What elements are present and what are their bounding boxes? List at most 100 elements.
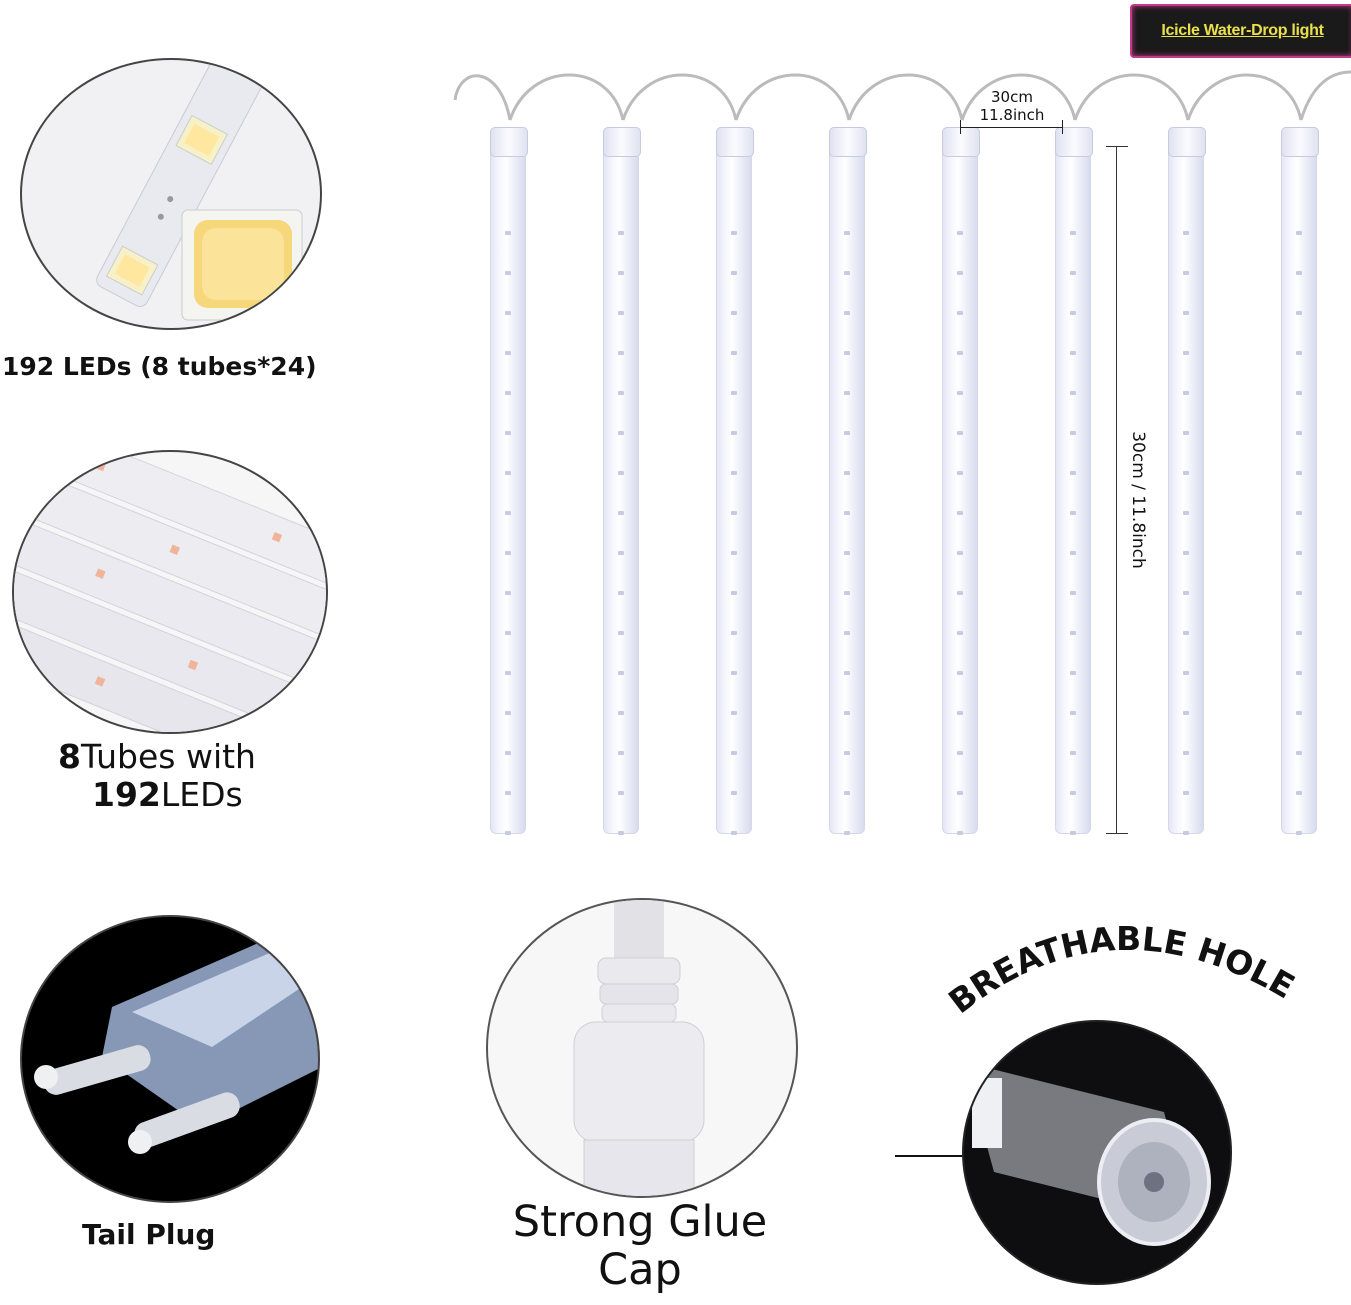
tube-led bbox=[844, 391, 850, 395]
tube-cap bbox=[716, 127, 754, 157]
spacing-inch: 11.8inch bbox=[979, 106, 1045, 124]
tubes-bundle-image bbox=[12, 450, 328, 734]
tube-led bbox=[505, 431, 511, 435]
tube-led bbox=[1070, 431, 1076, 435]
tube-led bbox=[1183, 711, 1189, 715]
tube-led bbox=[844, 631, 850, 635]
tube-led bbox=[844, 751, 850, 755]
spacing-cm: 30cm bbox=[991, 88, 1033, 106]
tube-led bbox=[1070, 511, 1076, 515]
tube-led bbox=[618, 431, 624, 435]
leds-caption: 192 LEDs (8 tubes*24) bbox=[2, 352, 317, 381]
tube-led bbox=[618, 471, 624, 475]
tube-led bbox=[844, 711, 850, 715]
tubes-count: 8 bbox=[58, 737, 81, 776]
tube-led bbox=[618, 351, 624, 355]
tube-led bbox=[1183, 391, 1189, 395]
tube-cap bbox=[942, 127, 980, 157]
tubes-caption: 8Tubes with 192LEDs bbox=[58, 738, 256, 814]
tube-led bbox=[618, 711, 624, 715]
tube-cap bbox=[829, 127, 867, 157]
led-closeup-image bbox=[20, 58, 322, 330]
tube-led bbox=[1296, 431, 1302, 435]
tube-led bbox=[505, 311, 511, 315]
hanging-wire bbox=[453, 70, 1351, 121]
tube-led bbox=[844, 311, 850, 315]
tube-led bbox=[1070, 631, 1076, 635]
tube-led bbox=[1183, 271, 1189, 275]
tube-led bbox=[618, 831, 624, 835]
tube-led bbox=[505, 511, 511, 515]
tube-led bbox=[957, 711, 963, 715]
tube-led bbox=[1183, 431, 1189, 435]
cap-caption-line1: Strong Glue bbox=[512, 1197, 768, 1247]
tube-led bbox=[505, 391, 511, 395]
tube-led bbox=[1183, 591, 1189, 595]
tube-led bbox=[505, 711, 511, 715]
tube-led bbox=[1296, 351, 1302, 355]
tube-led bbox=[1070, 751, 1076, 755]
tube-led bbox=[1296, 711, 1302, 715]
led-tube bbox=[942, 127, 980, 835]
led-tube bbox=[716, 127, 754, 835]
tube-led bbox=[1296, 831, 1302, 835]
tube-led bbox=[844, 431, 850, 435]
spacing-line bbox=[960, 127, 1062, 128]
glue-cap-image bbox=[486, 898, 798, 1198]
tube-led bbox=[957, 471, 963, 475]
tube-cap bbox=[1055, 127, 1093, 157]
tube-led bbox=[1296, 751, 1302, 755]
tube-led bbox=[957, 391, 963, 395]
tube-led bbox=[957, 351, 963, 355]
cap-caption-line2: Cap bbox=[598, 1245, 682, 1295]
tube-led bbox=[957, 831, 963, 835]
led-tube bbox=[1168, 127, 1206, 835]
led-tube bbox=[603, 127, 641, 835]
length-tick-top bbox=[1106, 146, 1128, 147]
tube-led bbox=[1183, 791, 1189, 795]
tube-led bbox=[731, 551, 737, 555]
smd-chip-icon bbox=[181, 209, 303, 321]
leds-count: 192 bbox=[92, 775, 161, 814]
tube-end-illustration bbox=[964, 1062, 1211, 1246]
length-tick-bottom bbox=[1106, 833, 1128, 834]
tube-led bbox=[1296, 591, 1302, 595]
tube-led bbox=[957, 431, 963, 435]
tube-led bbox=[1183, 751, 1189, 755]
spacing-dimension: 30cm 11.8inch bbox=[955, 88, 1069, 124]
tube-led bbox=[731, 231, 737, 235]
tube-led bbox=[505, 551, 511, 555]
spacing-tick-right bbox=[1062, 120, 1063, 134]
svg-text:BREATHABLE HOLE: BREATHABLE HOLE bbox=[941, 919, 1301, 1021]
plug-caption: Tail Plug bbox=[82, 1218, 216, 1251]
tube-led bbox=[844, 671, 850, 675]
plug-illustration bbox=[34, 937, 318, 1154]
tube-led bbox=[1070, 591, 1076, 595]
tube-led bbox=[957, 791, 963, 795]
tube-led bbox=[844, 471, 850, 475]
leds-text: LEDs bbox=[160, 775, 243, 814]
tube-led bbox=[1296, 471, 1302, 475]
tube-led bbox=[1183, 231, 1189, 235]
product-badge-text: Icicle Water-Drop light bbox=[1161, 22, 1324, 39]
tube-led bbox=[1296, 391, 1302, 395]
tube-led bbox=[618, 311, 624, 315]
tube-led bbox=[731, 471, 737, 475]
tube-led bbox=[844, 351, 850, 355]
tube-led bbox=[1070, 791, 1076, 795]
tube-led bbox=[1183, 311, 1189, 315]
tube-led bbox=[844, 591, 850, 595]
tube-led bbox=[505, 791, 511, 795]
tube-led bbox=[731, 831, 737, 835]
tube-led bbox=[1296, 791, 1302, 795]
tube-led bbox=[731, 511, 737, 515]
breathable-hole-image bbox=[962, 1020, 1232, 1285]
tube-led bbox=[1070, 311, 1076, 315]
tube-led bbox=[1296, 311, 1302, 315]
tube-led bbox=[618, 551, 624, 555]
pointer-line bbox=[895, 1155, 973, 1157]
tube-led bbox=[731, 631, 737, 635]
tube-led bbox=[505, 631, 511, 635]
tube-led bbox=[1183, 471, 1189, 475]
tube-led bbox=[505, 591, 511, 595]
